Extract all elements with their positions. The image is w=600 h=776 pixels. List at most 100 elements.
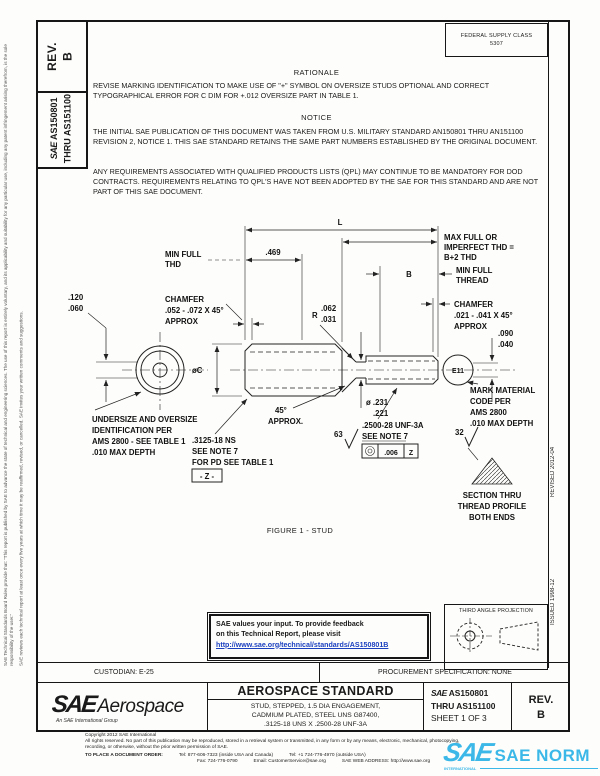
angle-45-approx: APPROX. [268,417,303,426]
title-block: SAE Aerospace An SAE International Group… [36,682,570,732]
disclaimer-paragraph-1: SAE Technical Standards Board Rules prov… [3,44,15,666]
fsc-label: FEDERAL SUPPLY CLASS [460,32,533,39]
left-margin-disclaimer: SAE Technical Standards Board Rules prov… [3,26,33,666]
section-note-3: BOTH ENDS [469,513,515,522]
dim-overall-length: L [338,218,343,227]
order-label: TO PLACE A DOCUMENT ORDER: [85,752,163,758]
dim-221: .221 [373,409,389,418]
fcf-datum-cell [403,443,419,459]
notice-heading: NOTICE [301,113,332,122]
min-full-thread-1: MIN FULL [456,266,493,275]
dim-090: .090 [498,329,514,338]
fax-number: Fax: 724-776-0790 [197,758,238,764]
logo-aerospace-text: Aerospace [97,696,184,717]
chamfer-right-1: CHAMFER [454,300,493,309]
chamfer-left-3: APPROX [165,317,199,326]
datum-z: - Z - [200,472,215,481]
min-full-thd-1: MIN FULL [165,250,202,259]
thread-3125-1: .3125-18 NS [192,436,236,445]
doc-number-line2: THRU AS151100 [62,94,72,164]
endview-center-circle [152,362,168,378]
sae-logo-tiny: SAE [431,688,447,698]
radius-062: .062 [321,304,337,313]
watermark-subtext: INTERNATIONAL [444,766,477,771]
angle-45: 45° [275,406,287,415]
rev-box: REV. B [36,20,88,93]
sheet-number: SHEET 1 OF 3 [431,713,487,724]
dim-040: .040 [498,340,514,349]
thread-3125-3: FOR PD SEE TABLE 1 [192,458,274,467]
custodian-cell: CUSTODIAN: E-25 [36,663,320,682]
dim-469: .469 [265,248,281,257]
rights-line-2: recording, or otherwise, without the pri… [85,745,229,751]
watermark-rule [480,768,598,769]
dim-231: ø .231 [366,398,389,407]
rights-line-1: All rights reserved. No part of this pub… [85,739,460,745]
rev-value: B [61,51,75,62]
part-title-line-3: .3125-18 UNS X .2500-28 UNF-3A [264,721,367,729]
phone-outside-usa: Tel: +1 724-776-4970 (outside USA) [289,752,366,758]
endview-outer-circle [135,345,185,395]
max-full-3: B+2 THD [444,253,477,262]
figure-caption: FIGURE 1 - STUD [266,526,334,535]
custodian-row: CUSTODIAN: E-25 PROCUREMENT SPECIFICATIO… [36,662,570,682]
dim-060: .060 [68,304,84,313]
rev-label: REV. [45,42,60,71]
footer: Copyright 2012 SAE International All rig… [85,733,563,765]
email-address[interactable]: Email: CustomerService@sae.org [253,758,326,764]
max-full-2: IMPERFECT THD = [444,243,514,252]
chamfer-right-2: .021 - .041 X 45° [454,311,513,320]
document-number-box: SAE AS150801 THRU AS151100 [36,91,88,169]
rationale-body: REVISE MARKING IDENTIFICATION TO MAKE US… [93,81,490,101]
finish-63-check-icon [344,428,359,450]
document-type-title: AEROSPACE STANDARD [208,683,423,700]
doc-number-2: THRU AS151100 [431,700,496,711]
chamfer-right-3: APPROX [454,322,488,331]
fsc-code: 5307 [489,41,504,47]
federal-supply-class-box: FEDERAL SUPPLY CLASS 5307 [445,23,548,57]
mark-material-1: MARK MATERIAL [470,386,535,395]
notice-paragraph-2: ANY REQUIREMENTS ASSOCIATED WITH QUALIFI… [93,167,538,197]
right-margin-divider [548,20,549,668]
revision-value: B [537,708,545,721]
procurement-spec-cell: PROCUREMENT SPECIFICATION: NONE [378,669,512,676]
web-address[interactable]: SAE WEB ADDRESS: http://www.sae.org [341,758,431,764]
section-note-1: SECTION THRU [463,491,522,500]
concentricity-icon [365,446,375,456]
third-angle-projection-icon [450,618,539,654]
part-title-line-2: CADMIUM PLATED, STEEL UNS G87400, [251,712,380,720]
watermark-text: SAE NORM [494,746,591,765]
revision-label: REV. [528,694,554,707]
radius-031: .031 [321,315,337,324]
disclaimer-paragraph-2: SAE reviews each technical report at lea… [18,311,24,666]
undersize-note-1: UNDERSIZE AND OVERSIZE [92,415,197,424]
finish-63: 63 [334,430,343,439]
feedback-line-1: SAE values your input. To provide feedba… [216,620,364,628]
undersize-note-3: AMS 2800 - SEE TABLE 1 [92,437,186,446]
sae-logo-icon: SAE [50,691,97,718]
logo-subtext: An SAE International Group [56,718,118,724]
thread-2500-1: .2500-28 UNF-3A [362,421,424,430]
material-code-circle [442,354,474,386]
undersize-note-2: IDENTIFICATION PER [92,426,172,435]
chamfer-left-2: .052 - .072 X 45° [165,306,224,315]
thread-profile-section-icon [471,457,513,485]
section-note-2: THREAD PROFILE [458,502,526,511]
part-title-line-1: STUD, STEPPED, 1.5 DIA ENGAGEMENT, [250,703,381,710]
revised-date-note: REVISED 2012-04 [550,446,556,498]
feedback-url-link[interactable]: http://www.sae.org/technical/standards/A… [216,640,389,649]
feedback-line-2: on this Technical Report, please visit [216,630,341,639]
sae-norm-watermark: SAE SAE NORM INTERNATIONAL [441,737,598,771]
mark-material-4: .010 MAX DEPTH [470,419,534,428]
fcf-symbol-cell [361,443,379,459]
third-angle-projection-box: THIRD ANGLE PROJECTION [444,604,548,670]
thread-3125-2: SEE NOTE 7 [192,447,238,456]
document-number-cell: SAE AS150801 THRU AS151100 SHEET 1 OF 3 [424,683,512,732]
material-code-e11: E11 [452,368,464,375]
feedback-box: SAE values your input. To provide feedba… [207,612,431,661]
dim-b: B [406,270,412,279]
dim-phi-c: øC [192,366,203,375]
finish-32: 32 [455,428,464,437]
sae-aerospace-logo: SAE Aerospace An SAE International Group [36,683,208,732]
radius-r: R [312,311,318,320]
